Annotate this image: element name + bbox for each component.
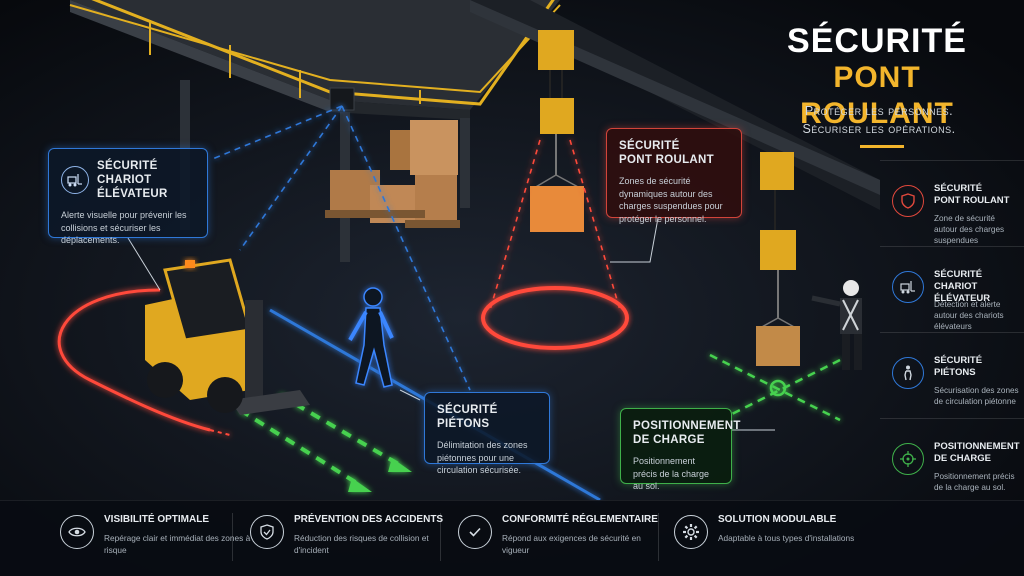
bottom-benefits-bar: Visibilité optimale Repérage clair et im… (0, 500, 1024, 576)
panel-item-title: Sécurité (934, 269, 983, 280)
callout-pedestrian-safety: Sécurité piétons Délimitation des zones … (424, 392, 550, 475)
crane-hoist-2 (756, 152, 800, 366)
callout-title: Sécurité (619, 140, 680, 152)
forklift-icon (892, 271, 924, 303)
pedestrian-figure (348, 287, 394, 388)
forklift (145, 258, 310, 415)
benefit-desc: Répond aux exigences de sécurité en vigu… (502, 533, 641, 555)
callout-title: pont roulant (619, 154, 714, 166)
panel-item-title: Sécurité (934, 355, 983, 366)
pedestrian-icon (892, 357, 924, 389)
divider (658, 513, 659, 561)
forklift-icon (61, 166, 89, 194)
panel-item-title: pont roulant (934, 195, 1010, 206)
callout-title: de charge (633, 434, 705, 446)
gear-icon (674, 515, 708, 549)
benefit-title: Conformité réglementaire (502, 514, 658, 525)
panel-item-positioning: Positionnement de charge Positionnement … (880, 418, 1024, 501)
title-line-2: PONT ROULANT (800, 61, 954, 130)
arrow-head (388, 458, 412, 472)
title-underline (860, 145, 904, 148)
eye-icon (60, 515, 94, 549)
callout-title: chariot élévateur (97, 174, 168, 200)
benefit-modular: Solution modulable Adaptable à tous type… (674, 501, 854, 576)
panel-item-title: piétons (934, 367, 976, 378)
divider (440, 513, 441, 561)
green-guide-arrows (238, 393, 402, 487)
panel-item-desc: Positionnement précis de la charge au so… (934, 472, 1015, 492)
callout-load-positioning: Positionnement de charge Positionnement … (620, 408, 741, 491)
panel-item-title: chariot élévateur (934, 281, 991, 304)
benefit-desc: Adaptable à tous types d'installations (718, 533, 855, 543)
divider (232, 513, 233, 561)
benefit-desc: Réduction des risques de collision et d'… (294, 533, 429, 555)
blue-detection-beams (209, 105, 471, 391)
panel-item-desc: Détection et alerte autour des chariots … (934, 300, 1004, 331)
right-feature-panel: Sécurité pont roulant Zone de sécurité a… (880, 160, 1024, 500)
shield-icon (892, 185, 924, 217)
subtitle-line-1: Protéger les personnes. (804, 104, 954, 118)
shield-check-icon (250, 515, 284, 549)
target-icon (892, 443, 924, 475)
panel-item-title: de charge (934, 453, 992, 464)
crane-red-zone (481, 139, 629, 350)
callout-description: Zones de sécurité dynamiques autour des … (619, 176, 723, 224)
callout-crane-safety: Sécurité pont roulant Zones de sécurité … (606, 128, 742, 224)
cargo-boxes (325, 120, 460, 228)
panel-item-desc: Zone de sécurité autour des charges susp… (934, 214, 1005, 245)
benefit-visibility: Visibilité optimale Repérage clair et im… (60, 501, 250, 576)
benefit-prevention: Prévention des accidents Réduction des r… (250, 501, 444, 576)
arrow-head (348, 478, 372, 492)
callout-description: Délimitation des zones piétonnes pour un… (437, 440, 528, 475)
benefit-title: Solution modulable (718, 514, 837, 525)
benefit-desc: Repérage clair et immédiat des zones à r… (104, 533, 251, 555)
hero-title: SÉCURITÉ PONT ROULANT (752, 22, 1002, 132)
panel-item-desc: Sécurisation des zones de circulation pi… (934, 386, 1019, 406)
crane-hoist-1 (530, 30, 584, 232)
callout-forklift-safety: Sécurité chariot élévateur Alerte visuel… (48, 148, 208, 245)
worker-figure (811, 280, 862, 370)
panel-item-pedestrian: Sécurité piétons Sécurisation des zones … (880, 332, 1024, 415)
callout-description: Alerte visuelle pour prévenir les collis… (61, 210, 187, 245)
panel-item-title: Sécurité (934, 183, 983, 194)
title-line-1: SÉCURITÉ (787, 22, 967, 60)
callout-title: Sécurité (97, 160, 158, 172)
callout-connectors (127, 217, 775, 431)
benefit-compliance: Conformité réglementaire Répond aux exig… (458, 501, 658, 576)
callout-title: Sécurité piétons (437, 404, 498, 430)
forklift-red-zone (57, 288, 231, 436)
subtitle-line-2: Sécuriser les opérations. (802, 122, 956, 136)
panel-item-crane: Sécurité pont roulant Zone de sécurité a… (880, 160, 1024, 245)
callout-title: Positionnement (633, 420, 741, 432)
benefit-title: Visibilité optimale (104, 514, 210, 525)
panel-item-title: Positionnement (934, 441, 1020, 452)
check-circle-icon (458, 515, 492, 549)
benefit-title: Prévention des accidents (294, 514, 444, 525)
panel-item-forklift: Sécurité chariot élévateur Détection et … (880, 246, 1024, 331)
hero-subtitle: Protéger les personnes. Sécuriser les op… (764, 102, 994, 138)
positioning-green-target (709, 353, 841, 422)
callout-description: Positionnement précis de la charge au so… (633, 456, 710, 491)
